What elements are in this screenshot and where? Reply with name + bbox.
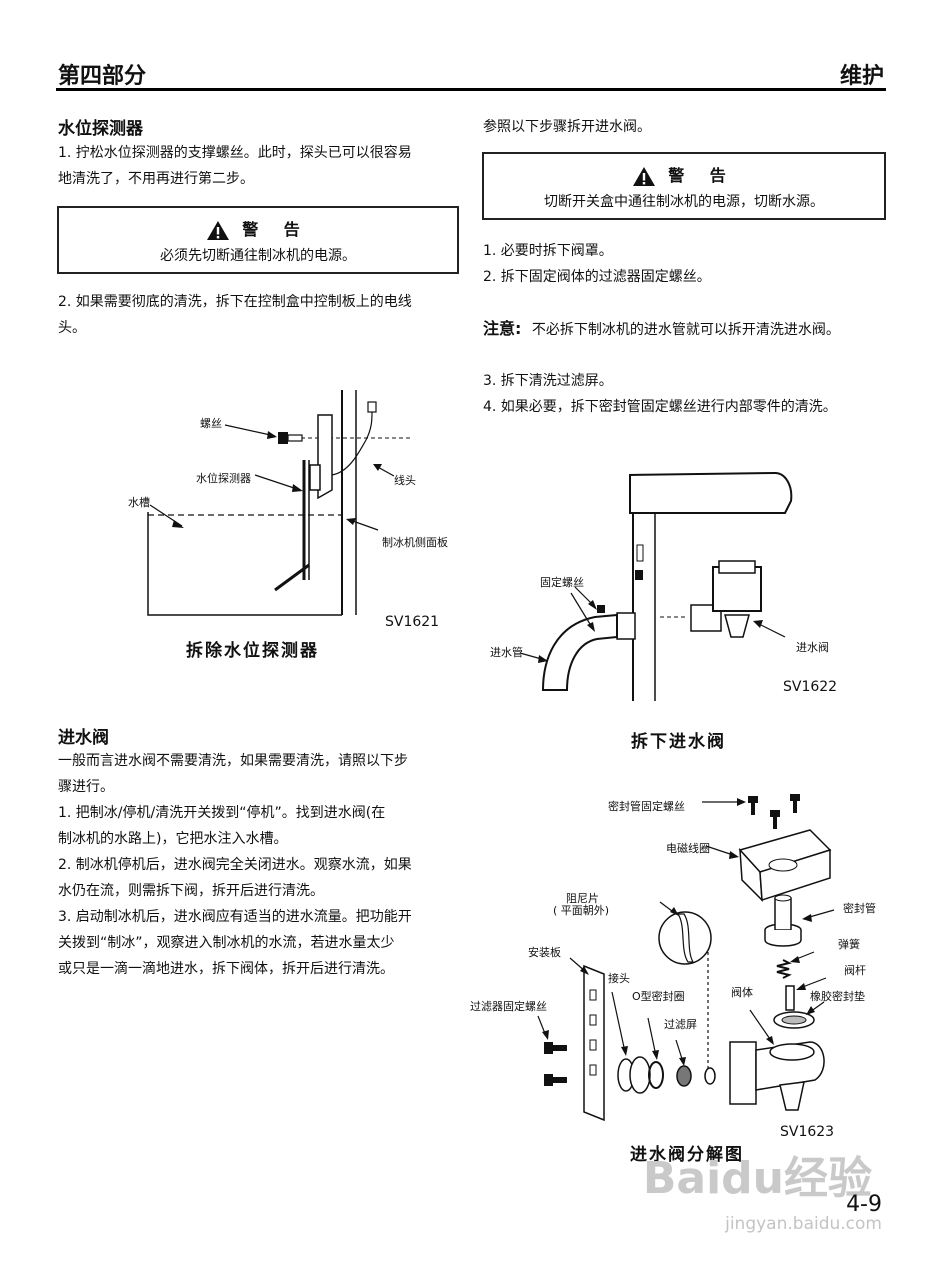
probe-step-1-line2: 地清洗了，不用再进行第二步。 xyxy=(58,171,254,187)
fig1-label-wire: 线头 xyxy=(394,474,416,487)
valve-intro-line1: 一般而言进水阀不需要清洗，如果需要清洗，请照以下步 xyxy=(58,753,408,769)
warning-heading: 警 告 xyxy=(59,216,457,241)
fig3-label-seal-tube: 密封管 xyxy=(843,902,876,915)
fig3-label-plate: 安装板 xyxy=(528,946,561,959)
page-number: 4-9 xyxy=(846,1192,882,1217)
valve-step-2-line1: 2. 制冰机停机后，进水阀完全关闭进水。观察水流，如果 xyxy=(58,857,412,873)
fig3-label-damper: 阻尼片 xyxy=(566,892,599,905)
disassembly-steps-3-4: 3. 拆下清洗过滤屏。 4. 如果必要，拆下密封管固定螺丝进行内部零件的清洗。 xyxy=(483,368,903,420)
fig1-label-panel: 制冰机侧面板 xyxy=(382,536,448,549)
note-text: 不必拆下制冰机的进水管就可以拆开清洗进水阀。 xyxy=(531,322,840,338)
probe-step-2-line2: 头。 xyxy=(58,320,86,336)
probe-step-2-line1: 2. 如果需要彻底的清洗，拆下在控制盒中控制板上的电线 xyxy=(58,294,412,310)
probe-removal-diagram xyxy=(147,390,410,616)
fig3-label-oring: O型密封圈 xyxy=(632,990,685,1003)
fig1-label-tank: 水槽 xyxy=(128,496,150,509)
valve-step-3-line1: 3. 启动制冰机后，进水阀应有适当的进水流量。把功能开 xyxy=(58,909,412,925)
fig3-caption: 进水阀分解图 xyxy=(630,1145,744,1165)
valve-step-2-line2: 水仍在流，则需拆下阀，拆开后进行清洗。 xyxy=(58,883,324,899)
section-header: 第四部分 xyxy=(58,64,147,89)
watermark-logo: Baidu经验 xyxy=(642,1153,872,1204)
disassembly-step-1: 1. 必要时拆下阀罩。 xyxy=(483,243,613,259)
probe-step-1-line1: 1. 拧松水位探测器的支撑螺丝。此时，探头已可以很容易 xyxy=(58,145,412,161)
valve-removal-diagram xyxy=(519,471,793,701)
valve-intro: 一般而言进水阀不需要清洗，如果需要清洗，请照以下步 骤进行。 1. 把制冰/停机… xyxy=(58,748,468,982)
valve-intro-line2: 骤进行。 xyxy=(58,779,114,795)
valve-step-3-line3: 或只是一滴一滴地进水，拆下阀体，拆开后进行清洗。 xyxy=(58,961,394,977)
fig2-label-valve: 进水阀 xyxy=(796,641,829,654)
chapter-header: 维护 xyxy=(839,64,884,89)
warning-box-power: 警 告 必须先切断通往制冰机的电源。 xyxy=(57,206,459,274)
fig1-label-screw: 螺丝 xyxy=(200,417,222,430)
section-title-probe: 水位探测器 xyxy=(58,119,143,139)
fig1-label-probe: 水位探测器 xyxy=(196,472,251,485)
fig2-caption: 拆下进水阀 xyxy=(631,732,726,752)
fig3-label-joint: 接头 xyxy=(608,972,630,985)
warning-triangle-icon xyxy=(207,221,230,240)
valve-step-3-line2: 关拨到“制冰”，观察进入制冰机的水流，若进水量太少 xyxy=(58,935,395,951)
note: 注意: 不必拆下制冰机的进水管就可以拆开清洗进水阀。 xyxy=(483,316,903,343)
fig3-label-screen: 过滤屏 xyxy=(664,1018,697,1031)
fig2-label-pipe: 进水管 xyxy=(490,646,523,659)
probe-step-1: 1. 拧松水位探测器的支撑螺丝。此时，探头已可以很容易 地清洗了，不用再进行第二… xyxy=(58,140,468,192)
fig3-label-coil: 电磁线圈 xyxy=(666,842,710,855)
disassembly-intro: 参照以下步骤拆开进水阀。 xyxy=(483,119,651,135)
valve-exploded-diagram xyxy=(537,794,835,1122)
warning-text: 切断开关盒中通往制冰机的电源，切断水源。 xyxy=(544,194,824,210)
section-title-valve: 进水阀 xyxy=(58,728,109,748)
fig3-label-stem: 阀杆 xyxy=(844,964,866,977)
disassembly-step-2: 2. 拆下固定阀体的过滤器固定螺丝。 xyxy=(483,269,711,285)
valve-step-1-line2: 制冰机的水路上)，它把水注入水槽。 xyxy=(58,831,288,847)
disassembly-step-3: 3. 拆下清洗过滤屏。 xyxy=(483,373,613,389)
fig3-label-spring: 弹簧 xyxy=(838,938,860,951)
warning-heading-text: 警 告 xyxy=(668,166,736,185)
fig3-label-filter-screw: 过滤器固定螺丝 xyxy=(470,1000,547,1013)
fig3-label-gasket: 橡胶密封垫 xyxy=(810,990,865,1003)
warning-heading-text: 警 告 xyxy=(242,220,310,239)
warning-triangle-icon xyxy=(633,167,656,186)
valve-step-1-line1: 1. 把制冰/停机/清洗开关拨到“停机”。找到进水阀(在 xyxy=(58,805,386,821)
watermark-url: jingyan.baidu.com xyxy=(725,1214,882,1234)
fig2-code: SV1622 xyxy=(783,679,838,695)
fig1-caption: 拆除水位探测器 xyxy=(186,641,319,661)
warning-heading: 警 告 xyxy=(484,162,884,187)
fig2-label-screw: 固定螺丝 xyxy=(540,576,584,589)
fig3-label-body: 阀体 xyxy=(731,986,753,999)
fig3-label-damper-note: ( 平面朝外) xyxy=(553,904,610,917)
probe-step-2: 2. 如果需要彻底的清洗，拆下在控制盒中控制板上的电线 头。 xyxy=(58,289,468,341)
warning-text: 必须先切断通往制冰机的电源。 xyxy=(160,248,356,264)
fig3-label-seal-screw: 密封管固定螺丝 xyxy=(608,800,685,813)
warning-box-water: 警 告 切断开关盒中通往制冰机的电源，切断水源。 xyxy=(482,152,886,220)
fig1-code: SV1621 xyxy=(385,614,440,630)
fig3-code: SV1623 xyxy=(780,1124,835,1140)
disassembly-steps-1-2: 1. 必要时拆下阀罩。 2. 拆下固定阀体的过滤器固定螺丝。 xyxy=(483,238,893,290)
header-rule xyxy=(56,88,886,91)
disassembly-step-4: 4. 如果必要，拆下密封管固定螺丝进行内部零件的清洗。 xyxy=(483,399,837,415)
note-label: 注意: xyxy=(483,319,522,338)
